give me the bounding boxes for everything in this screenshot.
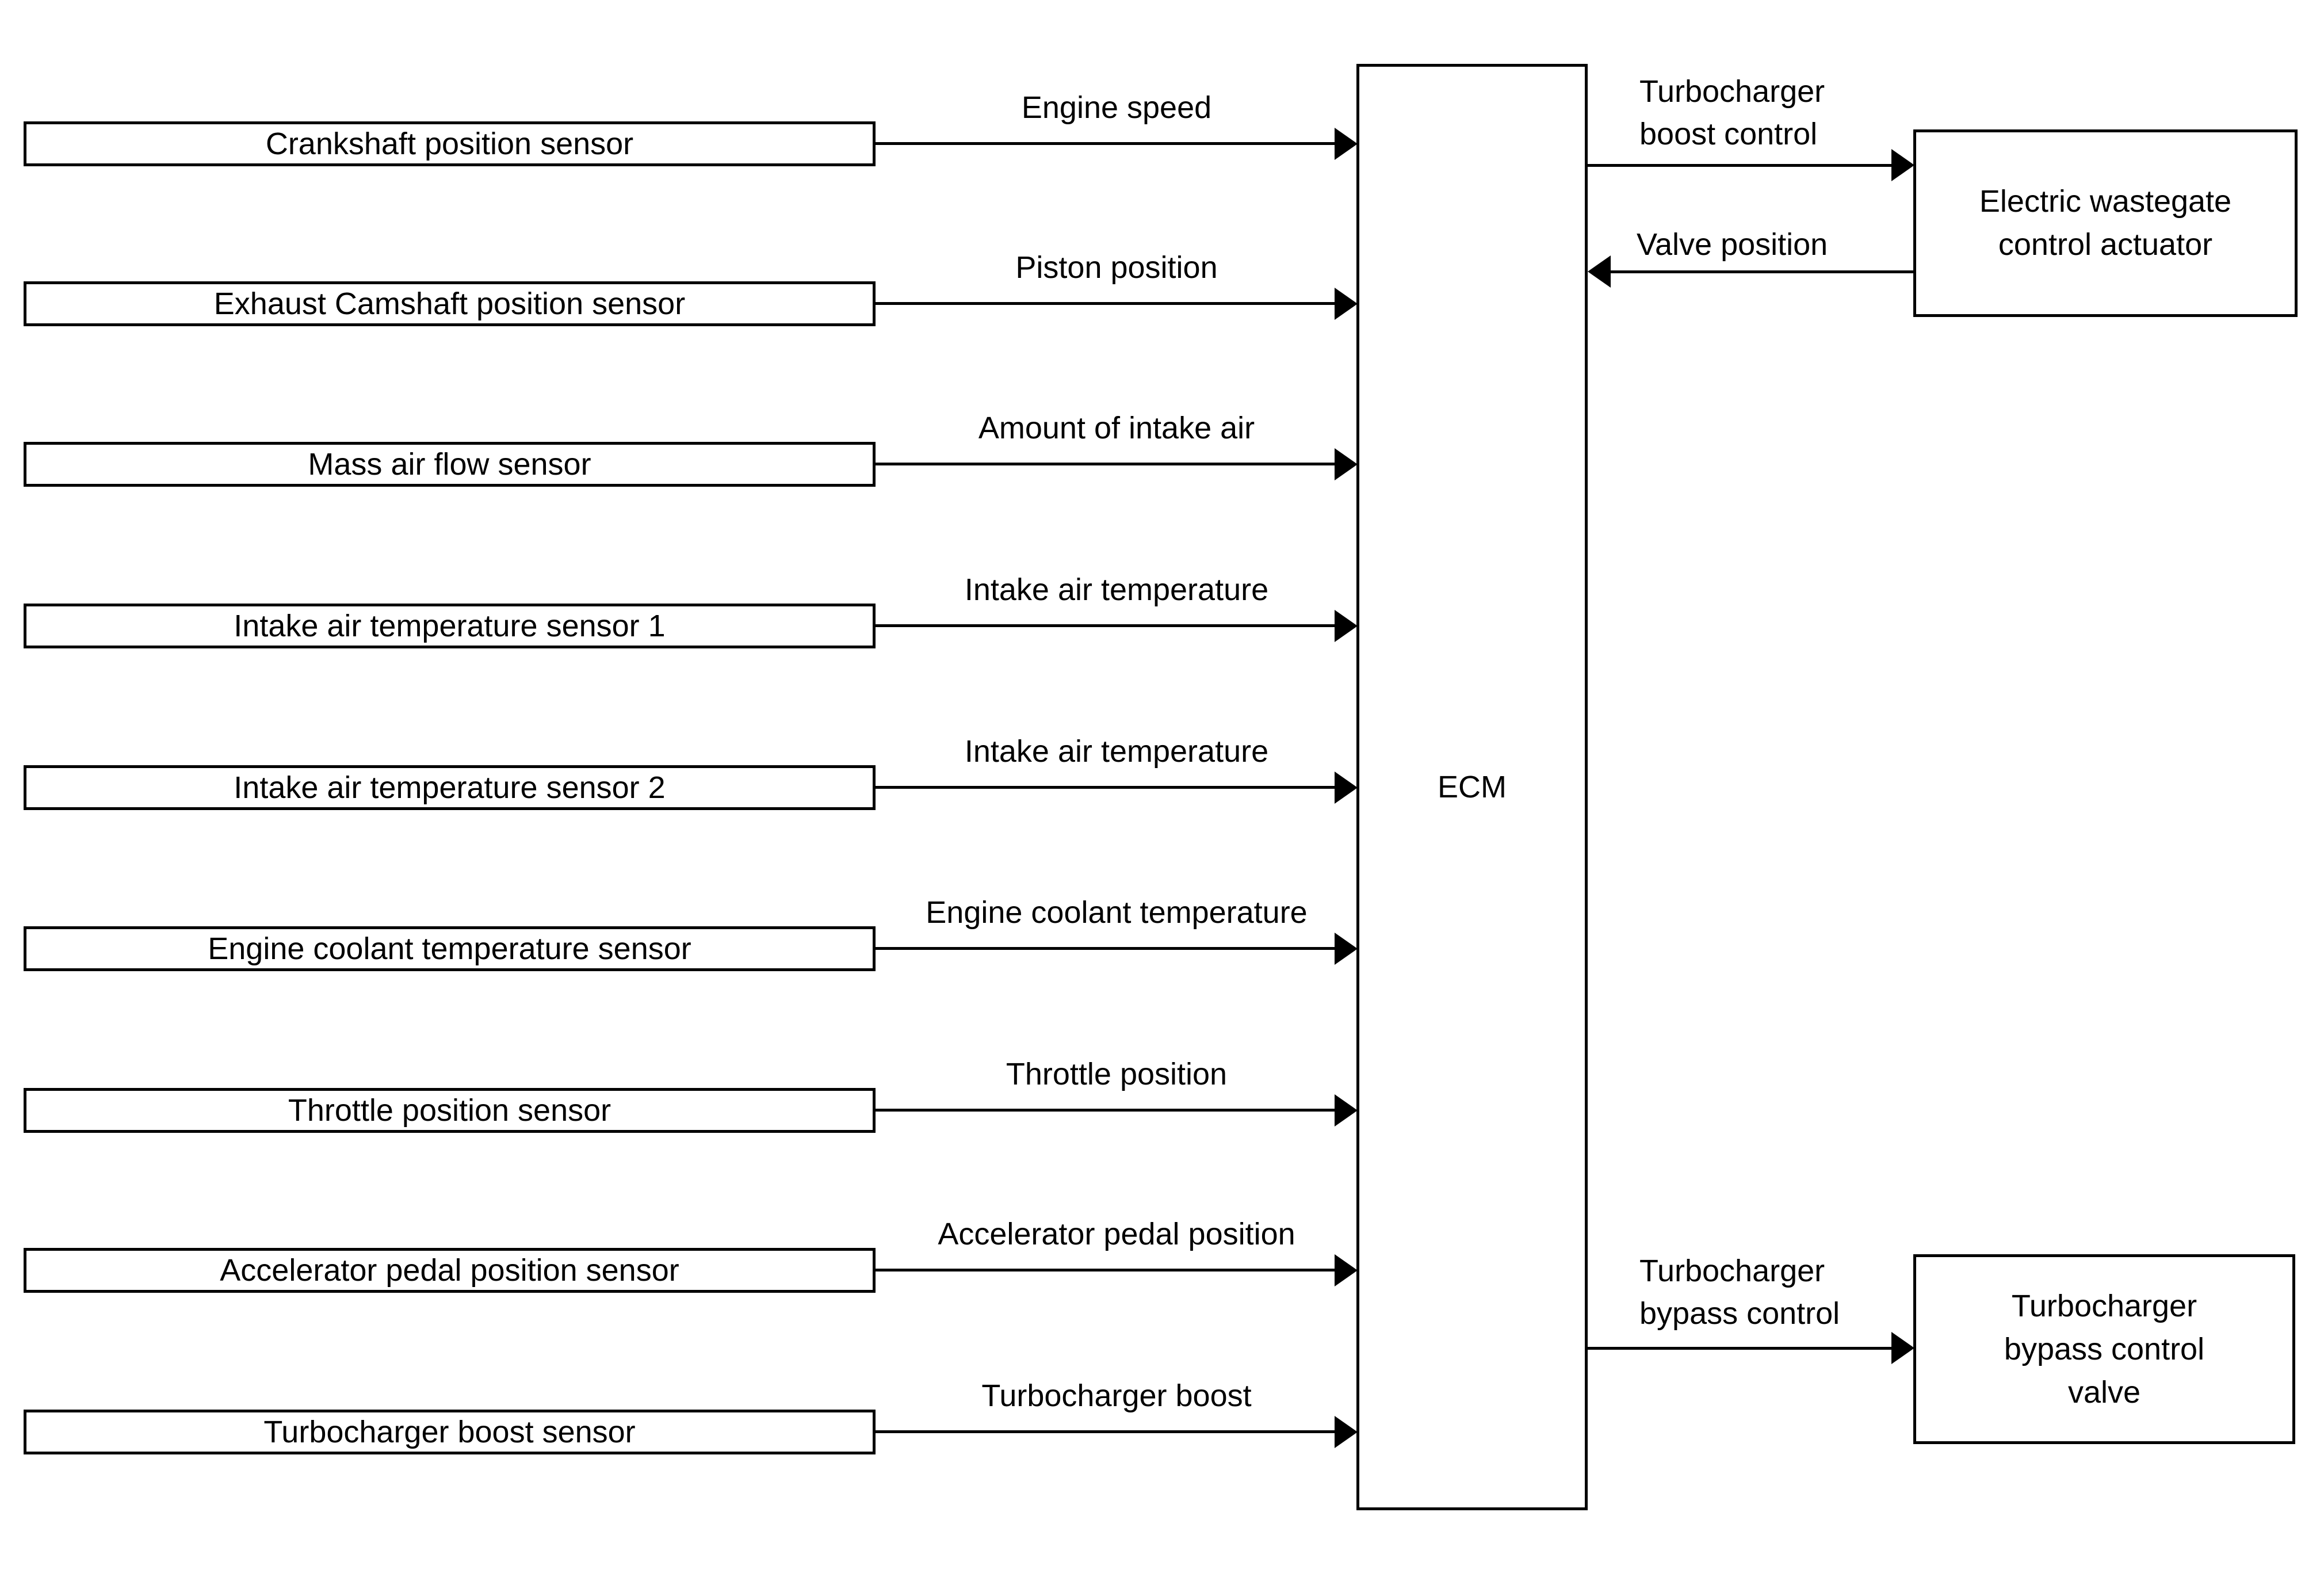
sensor-label: Throttle position sensor bbox=[288, 1093, 611, 1128]
label-line: boost control bbox=[1639, 117, 1818, 151]
signal-label: Intake air temperature bbox=[964, 572, 1269, 607]
arrow-head bbox=[1335, 772, 1358, 804]
arrow-head bbox=[1891, 1332, 1914, 1364]
arrow-line bbox=[876, 302, 1335, 305]
sensor-box-mass-air-flow: Mass air flow sensor bbox=[24, 442, 876, 487]
arrow-head bbox=[1335, 933, 1358, 965]
box-label-line: control actuator bbox=[1998, 227, 2213, 262]
arrow-line bbox=[876, 947, 1335, 950]
arrow-head bbox=[1588, 255, 1611, 288]
valve-position-label: Valve position bbox=[1637, 227, 1828, 262]
ecm-box: ECM bbox=[1356, 64, 1588, 1510]
sensor-box-intake-air-temp-1: Intake air temperature sensor 1 bbox=[24, 604, 876, 648]
arrow-line bbox=[1587, 1347, 1894, 1350]
box-label-line: Turbocharger bbox=[2011, 1288, 2197, 1323]
sensor-label: Engine coolant temperature sensor bbox=[208, 931, 691, 966]
sensor-label: Crankshaft position sensor bbox=[265, 126, 634, 161]
arrow-line bbox=[876, 786, 1335, 789]
arrow-line bbox=[1610, 270, 1914, 273]
wastegate-actuator-label: Electric wastegate control actuator bbox=[1979, 180, 2231, 266]
signal-label: Engine speed bbox=[1021, 90, 1212, 125]
arrow-head bbox=[1335, 1416, 1358, 1448]
arrow-head bbox=[1335, 610, 1358, 642]
arrow-line bbox=[876, 1269, 1335, 1271]
label-line: Turbocharger bbox=[1639, 74, 1825, 109]
label-line: Turbocharger bbox=[1639, 1254, 1825, 1288]
sensor-box-turbo-boost: Turbocharger boost sensor bbox=[24, 1410, 876, 1454]
bypass-valve-label: Turbocharger bypass control valve bbox=[2004, 1285, 2204, 1414]
signal-label: Turbocharger boost bbox=[981, 1379, 1252, 1413]
arrow-line bbox=[876, 1109, 1335, 1112]
arrow-head bbox=[1335, 128, 1358, 160]
sensor-box-intake-air-temp-2: Intake air temperature sensor 2 bbox=[24, 765, 876, 810]
arrow-head bbox=[1335, 1094, 1358, 1127]
signal-label: Amount of intake air bbox=[978, 411, 1255, 445]
label-line: bypass control bbox=[1639, 1296, 1840, 1331]
sensor-box-exhaust-camshaft: Exhaust Camshaft position sensor bbox=[24, 281, 876, 326]
box-label-line: bypass control bbox=[2004, 1331, 2205, 1366]
sensor-box-crankshaft: Crankshaft position sensor bbox=[24, 121, 876, 166]
arrow-line bbox=[876, 1430, 1335, 1433]
signal-label: Piston position bbox=[1015, 250, 1218, 285]
arrow-head bbox=[1891, 149, 1914, 181]
arrow-line bbox=[1587, 164, 1894, 167]
arrow-head bbox=[1335, 288, 1358, 320]
arrow-head bbox=[1335, 1254, 1358, 1286]
signal-label: Engine coolant temperature bbox=[926, 895, 1308, 930]
arrow-head bbox=[1335, 448, 1358, 480]
signal-label: Accelerator pedal position bbox=[938, 1217, 1295, 1251]
signal-label: Intake air temperature bbox=[964, 734, 1269, 769]
bypass-control-label: Turbocharger bypass control bbox=[1639, 1250, 1840, 1335]
arrow-line bbox=[876, 142, 1335, 145]
sensor-box-accelerator-pedal: Accelerator pedal position sensor bbox=[24, 1248, 876, 1293]
sensor-box-throttle-position: Throttle position sensor bbox=[24, 1088, 876, 1133]
sensor-label: Mass air flow sensor bbox=[308, 446, 591, 482]
ecm-label: ECM bbox=[1438, 769, 1507, 804]
sensor-label: Intake air temperature sensor 1 bbox=[234, 608, 666, 643]
box-label-line: valve bbox=[2067, 1374, 2141, 1410]
box-label-line: Electric wastegate bbox=[1979, 184, 2232, 219]
boost-control-label: Turbocharger boost control bbox=[1639, 70, 1825, 155]
bypass-valve-box: Turbocharger bypass control valve bbox=[1913, 1254, 2295, 1444]
sensor-label: Exhaust Camshaft position sensor bbox=[213, 286, 686, 321]
wastegate-actuator-box: Electric wastegate control actuator bbox=[1913, 129, 2298, 317]
sensor-label: Intake air temperature sensor 2 bbox=[234, 770, 666, 805]
sensor-label: Turbocharger boost sensor bbox=[263, 1414, 636, 1449]
sensor-label: Accelerator pedal position sensor bbox=[220, 1253, 679, 1288]
arrow-line bbox=[876, 463, 1335, 465]
sensor-box-engine-coolant-temp: Engine coolant temperature sensor bbox=[24, 926, 876, 971]
arrow-line bbox=[876, 624, 1335, 627]
signal-label: Throttle position bbox=[1006, 1057, 1228, 1091]
